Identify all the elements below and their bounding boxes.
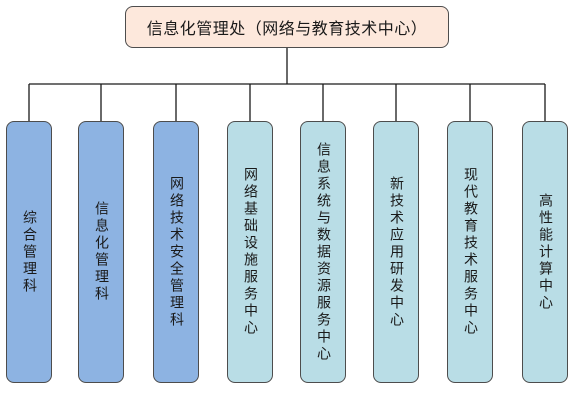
dept-node-4: 网络基础设施服务中心 bbox=[227, 121, 273, 383]
dept-node-label: 网络基础设施服务中心 bbox=[242, 167, 258, 337]
dept-node-6: 新技术应用研发中心 bbox=[373, 121, 419, 383]
dept-node-5: 信息系统与数据资源服务中心 bbox=[300, 121, 346, 383]
dept-node-label: 信息系统与数据资源服务中心 bbox=[315, 141, 331, 363]
dept-node-label: 现代教育技术服务中心 bbox=[462, 167, 478, 337]
dept-node-label: 网络技术安全管理科 bbox=[168, 175, 184, 329]
dept-node-label: 新技术应用研发中心 bbox=[388, 175, 404, 329]
dept-node-1: 综合管理科 bbox=[6, 121, 52, 383]
dept-node-8: 高性能计算中心 bbox=[522, 121, 568, 383]
dept-node-2: 信息化管理科 bbox=[78, 121, 124, 383]
root-node: 信息化管理处（网络与教育技术中心） bbox=[125, 6, 449, 48]
dept-node-label: 信息化管理科 bbox=[93, 201, 109, 303]
dept-node-label: 高性能计算中心 bbox=[537, 192, 553, 312]
root-node-label: 信息化管理处（网络与教育技术中心） bbox=[146, 19, 428, 38]
dept-node-label: 综合管理科 bbox=[21, 209, 37, 295]
dept-node-7: 现代教育技术服务中心 bbox=[447, 121, 493, 383]
dept-node-3: 网络技术安全管理科 bbox=[153, 121, 199, 383]
